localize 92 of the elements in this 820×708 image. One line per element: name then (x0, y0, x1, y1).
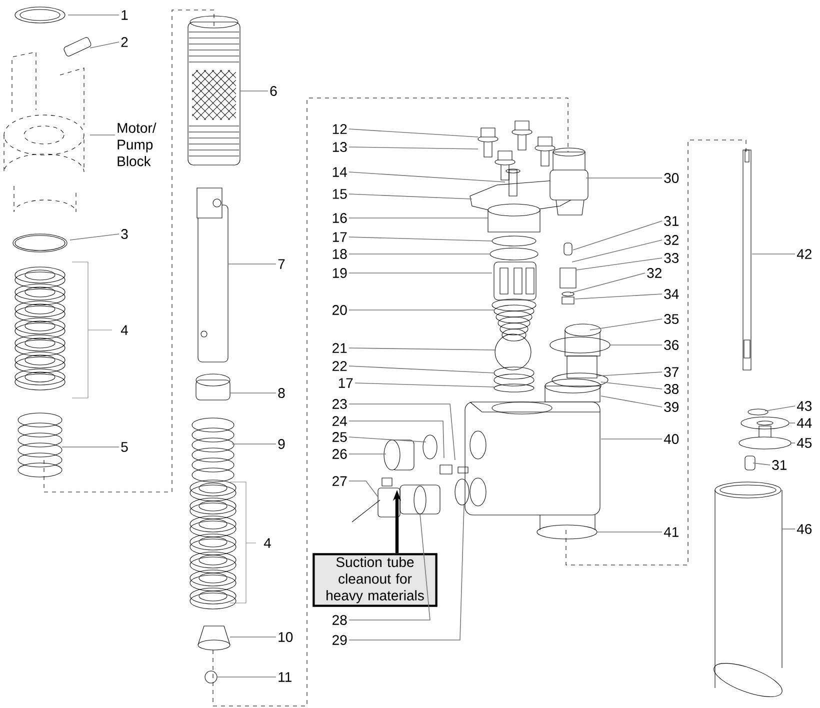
callout-number: 31 (664, 216, 678, 226)
leader-line (348, 194, 472, 200)
leader-line (348, 172, 506, 182)
callout-number: 27 (332, 476, 347, 486)
leader-line (230, 392, 276, 394)
callout-number: 19 (332, 268, 347, 278)
callout-number: 23 (332, 399, 347, 409)
leader-line (600, 396, 662, 408)
leader-line (764, 406, 796, 412)
callout-number: 4 (264, 538, 271, 548)
leader-line (348, 128, 478, 138)
leader-line (574, 294, 662, 300)
callout-number: 32 (647, 268, 662, 278)
callout-number: 46 (796, 524, 812, 534)
callout-number: 17 (338, 378, 353, 388)
callout-number: 28 (332, 615, 347, 625)
callout-number: 21 (332, 343, 347, 353)
callout-number: 14 (332, 167, 347, 177)
leader-line (90, 134, 116, 136)
callout-number: 44 (796, 418, 812, 428)
leader-line (348, 404, 456, 460)
callout-number: 25 (332, 432, 347, 442)
callout-number: 10 (278, 632, 293, 642)
leader-line (600, 438, 662, 440)
leader-line (590, 318, 662, 330)
callout-number: 18 (332, 249, 347, 259)
leader-line (348, 504, 464, 640)
leader-line (600, 382, 662, 390)
callout-number: 4 (120, 325, 128, 335)
callout-number: 41 (664, 527, 678, 537)
callout-number: 16 (332, 213, 347, 223)
leader-line (570, 272, 646, 294)
leader-line (348, 420, 444, 458)
leader-line (790, 442, 796, 444)
leader-line (90, 42, 120, 48)
callout-number: 36 (664, 340, 679, 350)
leader-line (348, 436, 426, 442)
callout-number: 34 (664, 289, 679, 299)
leader-line (348, 272, 492, 274)
callout-number: 8 (278, 388, 285, 398)
leader-line (752, 462, 770, 466)
callout-number: 35 (664, 314, 679, 324)
leader-line (572, 220, 662, 250)
callout-number: 2 (121, 37, 128, 47)
leader-line (576, 258, 662, 270)
leader-line (354, 382, 494, 388)
leader-line (62, 446, 120, 448)
callout-number: 13 (332, 142, 347, 152)
callout-number: 38 (664, 384, 679, 394)
leader-line (70, 234, 120, 240)
note-box: Suction tube cleanout for heavy materials (312, 553, 438, 607)
callout-number: 32 (664, 235, 678, 245)
leader-line (348, 146, 478, 150)
callout-number: 7 (278, 259, 285, 269)
callout-number: 20 (332, 305, 347, 315)
callout-number: 30 (664, 173, 679, 183)
callout-number: 15 (332, 189, 347, 199)
callout-number: 9 (278, 439, 285, 449)
leader-line (782, 528, 796, 530)
callout-number: 26 (332, 449, 347, 459)
callout-number: 43 (796, 401, 812, 411)
leader-line (68, 14, 120, 16)
callout-number: 1 (122, 10, 128, 20)
leader-line (348, 348, 496, 350)
leader-line (788, 422, 796, 424)
leader-line (240, 90, 268, 92)
callout-number: 3 (121, 229, 128, 239)
callout-number: 40 (664, 434, 679, 444)
leader-line (348, 236, 492, 242)
callout-number: 6 (270, 86, 277, 96)
leader-line (596, 372, 662, 376)
callout-number: 22 (332, 361, 347, 371)
callout-number: 12 (332, 124, 347, 134)
callout-number: 11 (278, 672, 292, 682)
callout-number: 45 (796, 438, 812, 448)
callout-number: 5 (121, 442, 128, 452)
callout-number: 29 (332, 635, 347, 645)
leader-line (348, 480, 378, 498)
callout-number: 33 (664, 253, 679, 263)
leader-line (348, 366, 496, 374)
leader-line (348, 514, 430, 620)
callout-number: 37 (664, 367, 678, 377)
leader-line (572, 240, 662, 262)
callout-number: 17 (332, 232, 347, 242)
callout-number: 31 (772, 460, 786, 470)
leader-line (230, 636, 276, 638)
callout-number: 24 (332, 416, 347, 426)
leader-line (216, 676, 276, 678)
callout-number: 39 (664, 402, 678, 412)
part-label: Motor/ Pump Block (118, 122, 156, 166)
callout-number: 42 (796, 249, 812, 259)
leader-line (610, 344, 662, 346)
